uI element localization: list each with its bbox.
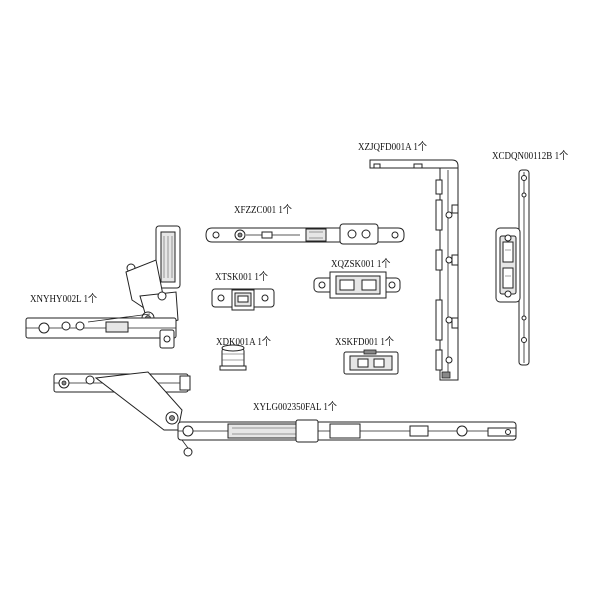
code-xtsk: XTSK001: [215, 271, 253, 283]
qty-xzjqfd: 1个: [413, 141, 427, 153]
qty-xfzzc: 1个: [278, 204, 292, 216]
label-xcdqn: XCDQN00112B 1个: [492, 147, 568, 163]
lock-keeper-part: [211, 288, 275, 311]
code-xfzzc: XFZZC001: [234, 204, 277, 216]
code-xylg: XYLG002350FAL: [253, 401, 322, 413]
qty-xcdqn: 1个: [554, 150, 569, 162]
code-xdk: XDK001A: [216, 336, 256, 348]
hinge-part: [25, 225, 181, 349]
label-xtsk: XTSK001 1个: [215, 268, 268, 284]
code-xskfd: XSKFD001: [335, 336, 379, 348]
label-xdk: XDK001A 1个: [216, 333, 271, 349]
qty-xdk: 1个: [257, 336, 271, 348]
label-xzjqfd: XZJQFD001A 1个: [358, 138, 427, 154]
label-xfzzc: XFZZC001 1个: [234, 201, 292, 217]
qty-xtsk: 1个: [254, 271, 268, 283]
corner-drive-part: [369, 159, 459, 381]
qty-xqzsk: 1个: [376, 258, 391, 270]
slide-keeper-part: [313, 271, 401, 299]
code-xzjqfd: XZJQFD001A: [358, 141, 412, 153]
qty-xskfd: 1个: [380, 336, 394, 348]
qty-xnyhy: 1个: [83, 293, 98, 305]
friction-stay-part: [53, 371, 517, 457]
keeper-block-part: [343, 349, 399, 375]
label-xskfd: XSKFD001 1个: [335, 333, 394, 349]
code-xqzsk: XQZSK001: [331, 258, 375, 270]
label-xylg: XYLG002350FAL 1个: [253, 398, 337, 414]
anti-misoperation-part: [205, 223, 405, 245]
label-xnyhy: XNYHY002L 1个: [30, 290, 97, 306]
vertical-striker-part: [495, 169, 530, 366]
label-xqzsk: XQZSK001 1个: [331, 255, 390, 271]
cylinder-part: [219, 344, 247, 371]
qty-xylg: 1个: [323, 401, 337, 413]
code-xnyhy: XNYHY002L: [30, 293, 82, 305]
code-xcdqn: XCDQN00112B: [492, 150, 553, 162]
